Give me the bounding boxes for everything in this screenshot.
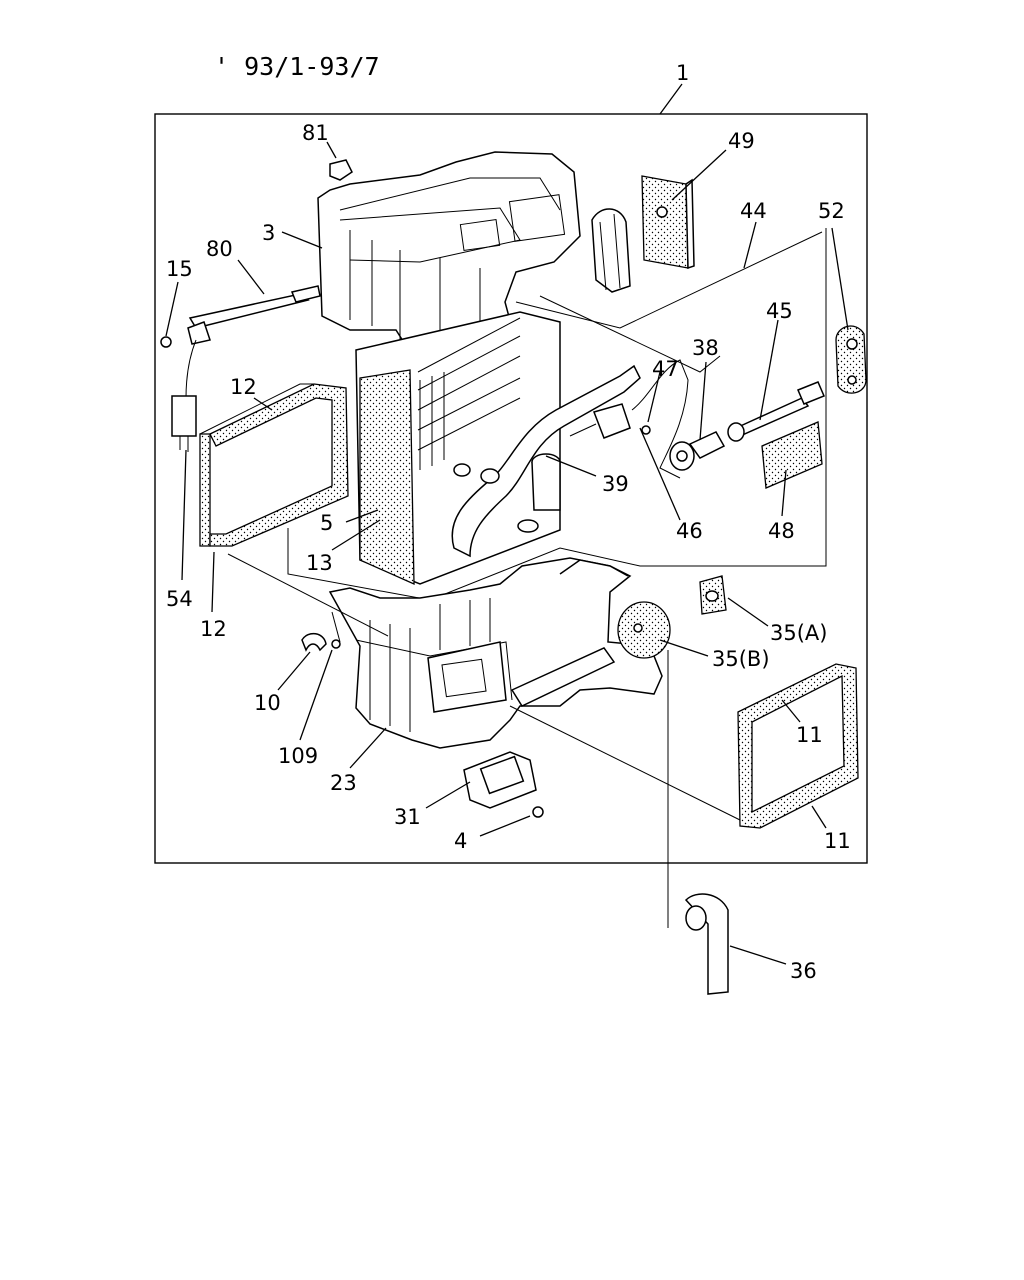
- label-54: 54: [166, 587, 193, 611]
- screw-4: [532, 806, 544, 818]
- leader-80: [237, 259, 265, 295]
- foam-pad-49: [641, 175, 695, 270]
- label-47: 47: [652, 357, 679, 381]
- evaporator-core: [355, 311, 641, 586]
- label-52: 52: [818, 199, 845, 223]
- label-4: 4: [454, 829, 467, 853]
- label-11-upper: 11: [796, 723, 823, 747]
- label-13: 13: [306, 551, 333, 575]
- label-11-lower: 11: [824, 829, 851, 853]
- clip-10: [301, 632, 327, 652]
- leader-36: [729, 945, 787, 965]
- leader-48: [781, 469, 787, 517]
- label-10: 10: [254, 691, 281, 715]
- leader-39: [545, 455, 597, 477]
- leader-3: [281, 231, 323, 249]
- seal-11: [737, 663, 859, 829]
- label-81: 81: [302, 121, 329, 145]
- label-23: 23: [330, 771, 357, 795]
- screw-109: [331, 611, 341, 649]
- label-46: 46: [676, 519, 703, 543]
- label-80: 80: [206, 237, 233, 261]
- leader-44: [743, 221, 757, 269]
- leader-35a: [727, 597, 769, 627]
- duct-36: [684, 893, 729, 995]
- leader-4: [479, 815, 531, 837]
- leader-1: [659, 83, 683, 115]
- leader-38: [699, 361, 707, 441]
- leader-15: [165, 281, 179, 337]
- guide-line-3: [539, 295, 721, 373]
- label-48: 48: [768, 519, 795, 543]
- label-12-lower: 12: [200, 617, 227, 641]
- leader-5: [345, 509, 379, 523]
- fitting-38: [669, 431, 726, 471]
- label-5: 5: [320, 511, 333, 535]
- label-44: 44: [740, 199, 767, 223]
- label-49: 49: [728, 129, 755, 153]
- label-35b: 35(B): [712, 647, 770, 671]
- date-range-label: ' 93/1-93/7: [214, 52, 380, 81]
- leader-54: [181, 449, 187, 581]
- leader-10: [277, 651, 311, 691]
- guide-line-5: [509, 705, 741, 821]
- leader-35b: [659, 639, 709, 657]
- label-35a: 35(A): [770, 621, 827, 645]
- leader-11a: [781, 699, 801, 723]
- leader-12a: [253, 397, 273, 411]
- label-12-upper: 12: [230, 375, 257, 399]
- leader-13: [331, 519, 381, 551]
- cap-52: [835, 325, 867, 394]
- clip-81: [326, 141, 353, 181]
- upper-housing: [317, 151, 631, 353]
- guide-line-1: [287, 228, 827, 601]
- label-1: 1: [676, 61, 689, 85]
- label-38: 38: [692, 336, 719, 360]
- leader-12b: [211, 551, 215, 613]
- label-15: 15: [166, 257, 193, 281]
- leader-31: [425, 781, 471, 809]
- leader-46: [639, 427, 681, 521]
- expansion-valve-46: [569, 359, 689, 479]
- thermistor-80: [160, 285, 321, 452]
- leader-49: [671, 149, 727, 201]
- pipe-45: [727, 381, 825, 442]
- leader-23: [349, 727, 387, 769]
- foam-pad-48: [761, 421, 823, 489]
- seal-12: [199, 383, 349, 547]
- guide-line-2: [515, 231, 823, 329]
- label-3: 3: [262, 221, 275, 245]
- leader-52: [831, 227, 849, 331]
- leader-109: [299, 649, 333, 741]
- pad-35b: [617, 601, 671, 659]
- plate-35a: [699, 575, 727, 615]
- label-31: 31: [394, 805, 421, 829]
- label-39: 39: [602, 472, 629, 496]
- leader-11b: [811, 805, 827, 829]
- label-36: 36: [790, 959, 817, 983]
- label-109: 109: [278, 744, 318, 768]
- resistor-31: [463, 751, 537, 809]
- guide-line-4: [227, 553, 389, 637]
- label-45: 45: [766, 299, 793, 323]
- lower-housing: [328, 557, 663, 749]
- leader-45: [759, 319, 779, 421]
- assembly-frame: [154, 113, 868, 864]
- leader-47: [647, 371, 661, 423]
